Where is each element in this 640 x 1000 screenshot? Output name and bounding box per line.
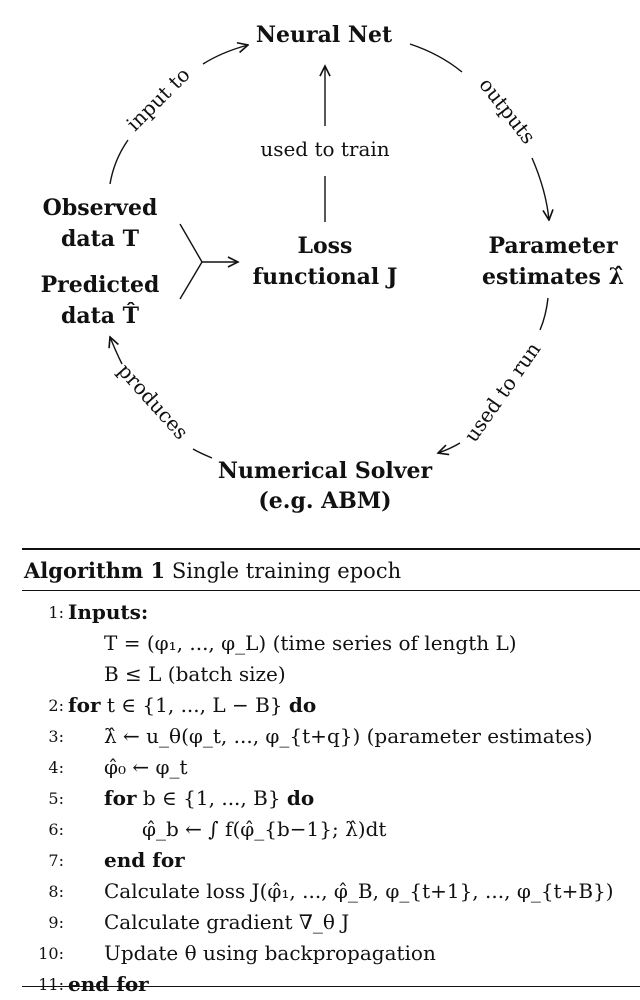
algo-line: 11: end for bbox=[22, 969, 640, 1000]
algorithm-bottom-rule bbox=[22, 986, 640, 987]
edge-used-to-run-arc-upper bbox=[539, 297, 549, 331]
line-keyword: end for bbox=[104, 848, 185, 872]
edge-input-to-arc-lower bbox=[109, 139, 129, 185]
line-text: λ̂ ← u_θ(φ_t, ..., φ_{t+q}) (parameter e… bbox=[104, 724, 593, 748]
algo-line: 6: φ̂_b ← ∫ f(φ̂_{b−1}; λ̂)dt bbox=[22, 814, 640, 845]
line-number: 9: bbox=[48, 913, 64, 932]
line-number: 8: bbox=[48, 882, 64, 901]
node-parameter-estimates: Parameter bbox=[488, 233, 617, 259]
algo-line: T = (φ₁, ..., φ_L) (time series of lengt… bbox=[22, 628, 640, 659]
node-loss-functional-line2: functional J bbox=[253, 264, 398, 290]
line-text: t ∈ {1, ..., L − B} bbox=[106, 693, 283, 717]
edge-observed-merge bbox=[179, 223, 203, 263]
node-observed-data-line2: data T bbox=[61, 226, 140, 252]
line-text: b ∈ {1, ..., B} bbox=[142, 786, 281, 810]
line-keyword-do: do bbox=[286, 786, 315, 810]
line-number: 11: bbox=[38, 975, 64, 994]
algo-line: 9: Calculate gradient ∇_θ J bbox=[22, 907, 640, 938]
line-number: 3: bbox=[48, 727, 64, 746]
algo-line: 8: Calculate loss J(φ̂₁, ..., φ̂_B, φ_{t… bbox=[22, 876, 640, 907]
edge-predicted-merge bbox=[179, 261, 203, 300]
line-keyword: for bbox=[104, 786, 137, 810]
line-keyword: Inputs: bbox=[68, 600, 149, 624]
algorithm-caption: Algorithm 1 Single training epoch bbox=[22, 550, 640, 590]
line-number: 7: bbox=[48, 851, 64, 870]
node-neural-net: Neural Net bbox=[256, 22, 393, 48]
algo-line: 10: Update θ using backpropagation bbox=[22, 938, 640, 969]
algorithm-box: Algorithm 1 Single training epoch 1: Inp… bbox=[22, 548, 640, 1000]
algo-line: B ≤ L (batch size) bbox=[22, 659, 640, 690]
line-text: T = (φ₁, ..., φ_L) (time series of lengt… bbox=[104, 631, 517, 655]
node-parameter-estimates-line2: estimates λ̂ bbox=[482, 264, 624, 290]
training-loop-diagram: Neural Net Observed data T Predicted dat… bbox=[41, 22, 624, 514]
edge-label-input-to: input to bbox=[121, 62, 194, 135]
node-predicted-data: Predicted bbox=[41, 272, 160, 298]
edge-label-outputs: outputs bbox=[474, 73, 540, 148]
edge-produces-arc-upper bbox=[110, 337, 123, 365]
edge-produces-arc-lower bbox=[192, 448, 213, 459]
line-text: Calculate gradient ∇_θ J bbox=[104, 910, 350, 934]
line-number: 6: bbox=[48, 820, 64, 839]
algorithm-title-rule bbox=[22, 590, 640, 591]
node-numerical-solver: Numerical Solver bbox=[218, 458, 433, 484]
line-number: 2: bbox=[48, 696, 64, 715]
algo-line: 2: for t ∈ {1, ..., L − B} do bbox=[22, 690, 640, 721]
line-number: 10: bbox=[38, 944, 64, 963]
algo-line: 5: for b ∈ {1, ..., B} do bbox=[22, 783, 640, 814]
edge-label-produces: produces bbox=[113, 359, 193, 444]
line-text: B ≤ L (batch size) bbox=[104, 662, 286, 686]
node-predicted-data-line2: data T̂ bbox=[61, 303, 140, 329]
node-loss-functional: Loss bbox=[298, 233, 353, 259]
algo-line: 4: φ̂₀ ← φ_t bbox=[22, 752, 640, 783]
line-text: φ̂_b ← ∫ f(φ̂_{b−1}; λ̂)dt bbox=[142, 817, 387, 841]
line-keyword-do: do bbox=[288, 693, 317, 717]
line-keyword: for bbox=[68, 693, 101, 717]
line-text: φ̂₀ ← φ_t bbox=[104, 755, 188, 779]
edge-label-used-to-run: used to run bbox=[459, 338, 545, 447]
line-number: 1: bbox=[48, 603, 64, 622]
node-observed-data: Observed bbox=[43, 195, 158, 221]
edge-outputs-arc-upper bbox=[409, 43, 463, 73]
algo-line: 7: end for bbox=[22, 845, 640, 876]
edge-outputs-arc-lower bbox=[531, 157, 549, 220]
algorithm-top-rule bbox=[22, 548, 640, 550]
algorithm-lines: 1: Inputs: T = (φ₁, ..., φ_L) (time seri… bbox=[22, 591, 640, 1000]
line-number: 5: bbox=[48, 789, 64, 808]
line-text: Update θ using backpropagation bbox=[104, 941, 436, 965]
algorithm-title: Single training epoch bbox=[171, 559, 402, 583]
algo-line: 3: λ̂ ← u_θ(φ_t, ..., φ_{t+q}) (paramete… bbox=[22, 721, 640, 752]
algo-line: 1: Inputs: bbox=[22, 597, 640, 628]
line-keyword: end for bbox=[68, 972, 149, 996]
edge-label-used-to-train: used to train bbox=[260, 137, 389, 161]
edge-used-to-run-arc-lower bbox=[438, 442, 461, 453]
node-numerical-solver-line2: (e.g. ABM) bbox=[258, 488, 391, 514]
line-text: Calculate loss J(φ̂₁, ..., φ̂_B, φ_{t+1}… bbox=[104, 879, 614, 903]
algorithm-label: Algorithm 1 bbox=[24, 558, 166, 583]
line-number: 4: bbox=[48, 758, 64, 777]
edge-input-to-arc-upper bbox=[202, 45, 248, 65]
